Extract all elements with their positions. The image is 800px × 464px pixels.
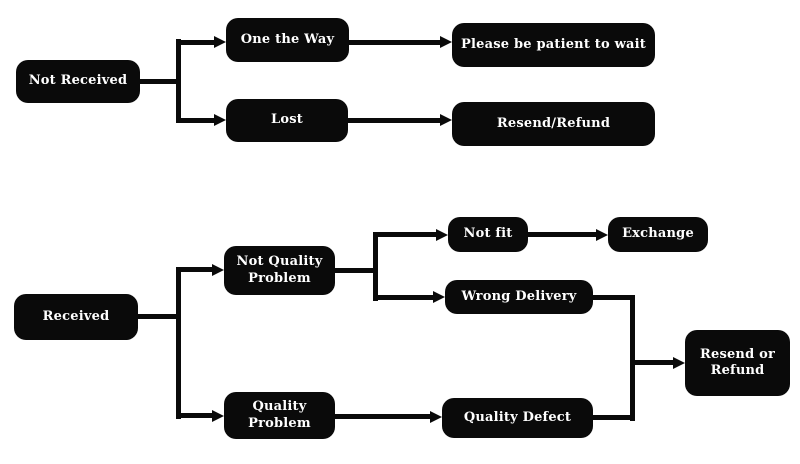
node-lost: Lost (226, 99, 348, 142)
connector-line (528, 232, 596, 237)
node-resend-refund: Resend/Refund (452, 102, 655, 146)
connector-line (630, 295, 635, 421)
arrowhead (440, 36, 452, 48)
connector-line (181, 413, 212, 418)
connector-line (335, 414, 430, 419)
arrowhead (440, 114, 452, 126)
connector-line (178, 118, 214, 123)
connector-line (349, 40, 440, 45)
node-not-received: Not Received (16, 60, 140, 103)
connector-line (335, 268, 378, 273)
connector-line (593, 295, 635, 300)
node-please-be-patient: Please be patient to wait (452, 23, 655, 67)
arrowhead (214, 114, 226, 126)
connector-line (632, 360, 673, 365)
node-not-fit: Not fit (448, 217, 528, 252)
arrowhead (436, 229, 448, 241)
connector-line (181, 267, 212, 272)
connector-line (373, 232, 378, 301)
connector-line (348, 118, 440, 123)
node-not-quality-problem: Not Quality Problem (224, 246, 335, 295)
arrowhead (212, 264, 224, 276)
arrowhead (212, 410, 224, 422)
connector-line (378, 295, 433, 300)
connector-line (593, 415, 635, 420)
arrowhead (214, 36, 226, 48)
node-received: Received (14, 294, 138, 340)
node-exchange: Exchange (608, 217, 708, 252)
arrowhead (596, 229, 608, 241)
node-quality-problem: Quality Problem (224, 392, 335, 439)
node-resend-or-refund: Resend or Refund (685, 330, 790, 396)
connector-line (178, 40, 214, 45)
connector-line (176, 267, 181, 419)
node-one-the-way: One the Way (226, 18, 349, 62)
arrowhead (673, 357, 685, 369)
connector-line (138, 314, 180, 319)
arrowhead (433, 291, 445, 303)
connector-line (378, 232, 436, 237)
arrowhead (430, 411, 442, 423)
node-quality-defect: Quality Defect (442, 398, 593, 438)
node-wrong-delivery: Wrong Delivery (445, 280, 593, 314)
connector-line (176, 39, 181, 123)
connector-line (140, 79, 180, 84)
